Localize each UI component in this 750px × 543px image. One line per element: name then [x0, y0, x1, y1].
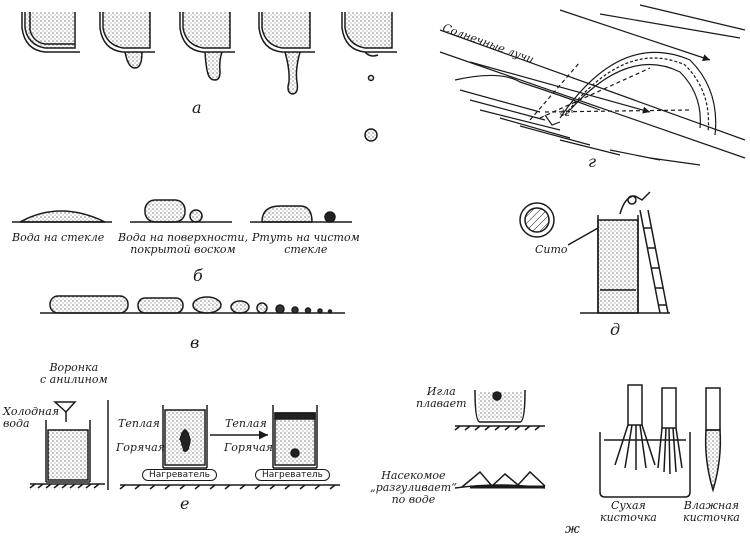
- panel-label-d: д: [610, 320, 621, 339]
- label-cold-water: Холодная вода: [3, 405, 60, 430]
- label-hot-1: Горячая: [116, 441, 165, 454]
- panel-e-convection: [29, 400, 340, 490]
- panel-label-b: б: [193, 266, 203, 285]
- label-warm-1: Теплая: [118, 417, 160, 430]
- panel-label-a: а: [192, 98, 202, 117]
- panel-label-e: е: [180, 494, 190, 513]
- label-water-on-wax: Вода на поверхности, покрытой воском: [118, 231, 248, 256]
- label-wet-brush: Влажная кисточка: [683, 499, 740, 524]
- heater-2: Нагреватель: [255, 469, 330, 481]
- label-sieve: Сито: [535, 243, 568, 256]
- panel-label-v: в: [190, 333, 200, 352]
- panel-label-g: г: [588, 152, 597, 171]
- label-insect-walks: Насекомое „разгуливает“ по воде: [370, 469, 457, 506]
- panel-v-mercury-series: [40, 295, 345, 314]
- panel-label-zh: ж: [565, 522, 580, 537]
- label-mercury-on-glass: Ртуть на чистом стекле: [252, 231, 360, 256]
- panel-g-rainbow: [439, 4, 746, 166]
- label-water-on-glass: Вода на стекле: [12, 231, 105, 244]
- label-needle-floats: Игла плавает: [416, 385, 467, 410]
- panel-b-surfaces: [12, 199, 352, 223]
- panel-d-sieve-tower: [519, 191, 670, 314]
- panel-zh-surface-tension: [454, 384, 722, 498]
- label-hot-2: Горячая: [224, 441, 273, 454]
- heater-1: Нагреватель: [142, 469, 217, 481]
- label-angle: 42°: [560, 109, 575, 118]
- panel-a-drop-sequence: [21, 12, 397, 142]
- label-dry-brush: Сухая кисточка: [600, 499, 657, 524]
- label-warm-2: Теплая: [225, 417, 267, 430]
- label-funnel: Воронка с анилином: [40, 361, 108, 386]
